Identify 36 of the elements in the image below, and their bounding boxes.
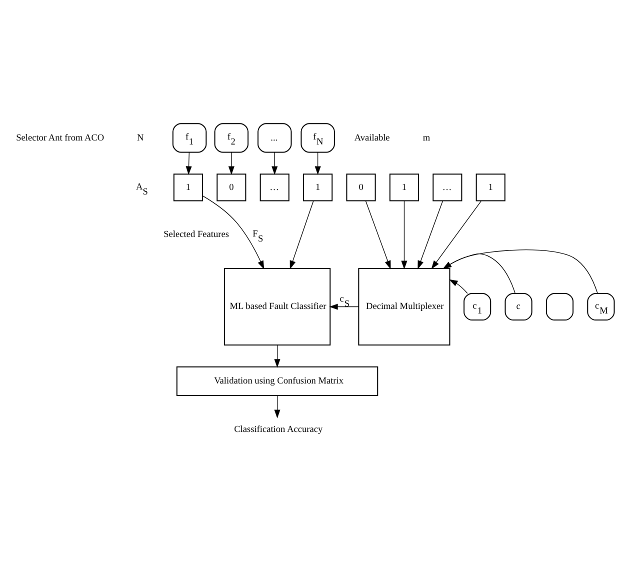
arrow: [442, 253, 516, 294]
arrow: [314, 151, 321, 174]
arrow: [431, 200, 482, 269]
node-box: 0: [346, 173, 376, 201]
node-box: c: [504, 292, 532, 320]
node-box: 0: [216, 173, 246, 201]
arrow: [202, 194, 264, 269]
arrow: [418, 200, 444, 269]
node-box: ...: [258, 122, 292, 152]
node-box: ML based Fault Classifier: [224, 268, 331, 345]
arrow: [274, 344, 280, 368]
node-box: 1: [303, 173, 333, 201]
node-box: …: [432, 173, 462, 201]
label: Selected Features: [164, 230, 229, 240]
arrow: [401, 200, 408, 269]
node-box: 1: [173, 173, 203, 201]
arrow: [186, 151, 192, 174]
node-box: …: [260, 173, 290, 201]
label: Selector Ant from ACO: [16, 132, 104, 143]
node-box: Decimal Multiplexer: [358, 268, 450, 345]
node-text: Classification Accuracy: [234, 424, 323, 434]
label: m: [422, 132, 430, 143]
node-box: [546, 292, 574, 320]
arrow: [365, 200, 391, 269]
label: Available: [354, 132, 390, 143]
arrow: [274, 394, 280, 418]
arrow: [228, 151, 234, 174]
arrow: [442, 249, 598, 294]
arrow: [329, 303, 359, 310]
node-box: 1: [476, 173, 506, 201]
node-box: Validation using Confusion Matrix: [176, 366, 378, 396]
arrow: [449, 278, 468, 294]
label: N: [137, 132, 144, 143]
node-box: 1: [389, 173, 419, 201]
arrow: [272, 151, 278, 174]
arrow: [290, 200, 314, 269]
